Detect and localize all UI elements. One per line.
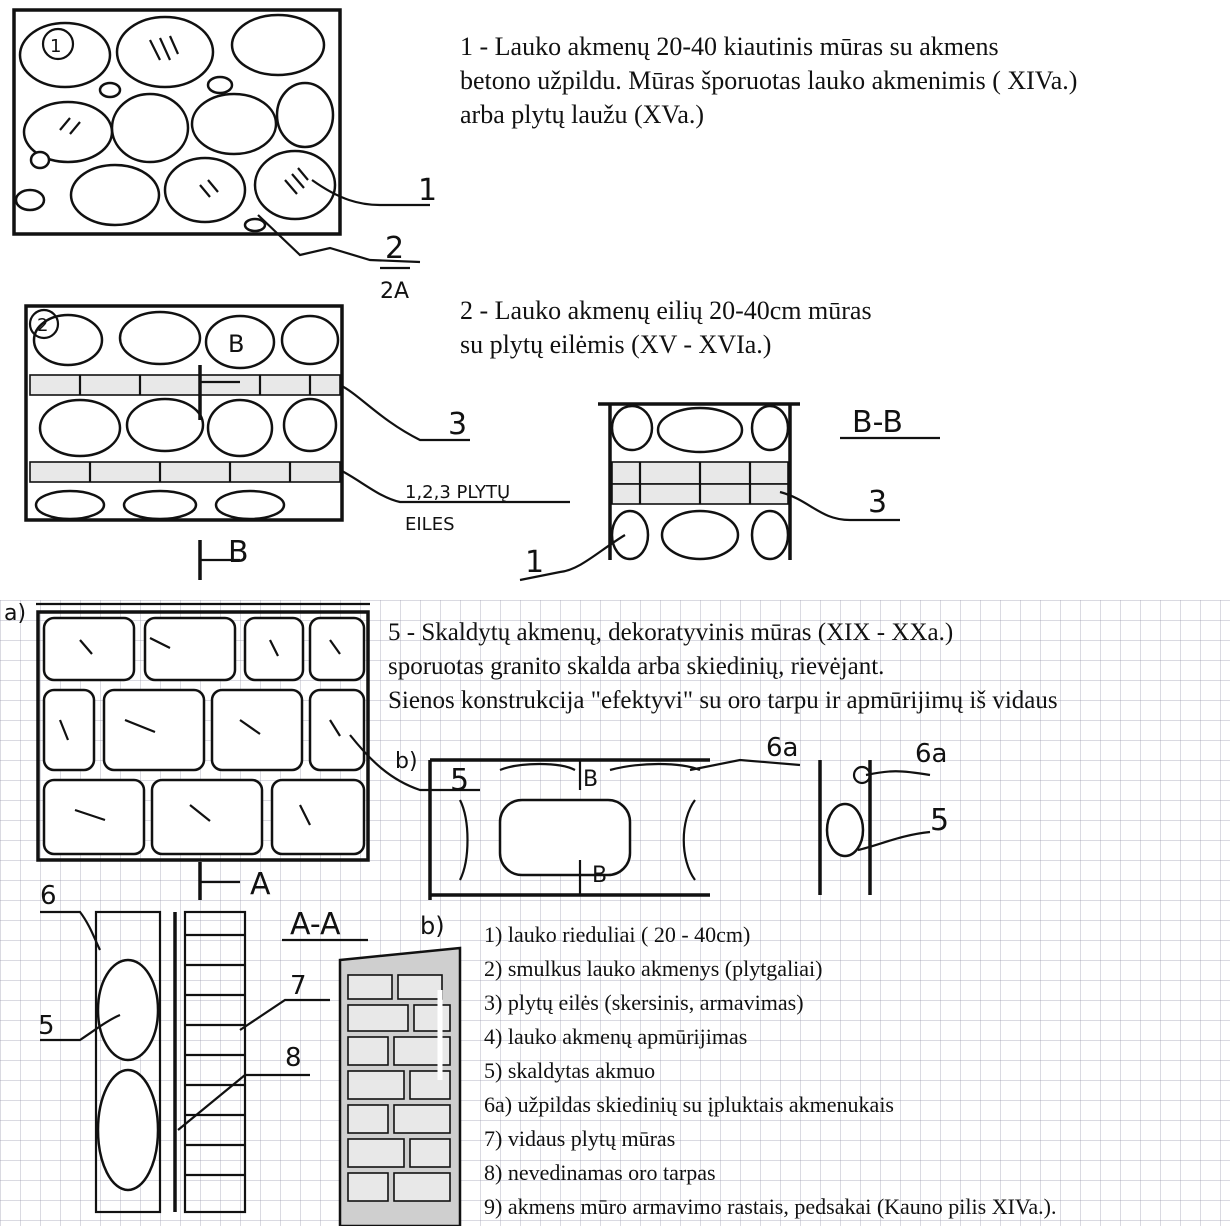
legend-item-7: 7) vidaus plytų mūras (484, 1126, 676, 1151)
fig5-6a-label-1: 6a (766, 733, 798, 763)
caption-fig5-line-1: 5 - Skaldytų akmenų, dekoratyvinis mūras… (388, 619, 954, 646)
figure-2-stone-brick-rows: 2 B 3 1,2,3 PLYTŲ EILES B (24, 304, 570, 580)
caption-fig1-line-2: betono užpildu. Mūras šporuotas lauko ak… (460, 66, 1078, 95)
caption-fig2-line-1: 2 - Lauko akmenų eilių 20-40cm mūras (460, 296, 872, 325)
caption-fig1-line-3: arba plytų laužu (XVa.) (460, 100, 705, 129)
legend-item-9: 9) akmens mūro armavimo rastais, pedsaka… (484, 1194, 1057, 1219)
fig5-b-mark-2: B (592, 863, 607, 888)
caption-figure-5: 5 - Skaldytų akmenų, dekoratyvinis mūras… (388, 616, 1058, 718)
legend-item-3: 3) plytų eilės (skersinis, armavimas) (484, 990, 804, 1015)
fig1-leader-2a: 2A (380, 279, 409, 304)
aa-leader-6: 6 (40, 881, 57, 911)
caption-fig1-line-1: 1 - Lauko akmenų 20-40 kiautinis mūras s… (460, 32, 999, 61)
aa-title: A-A (290, 907, 341, 942)
figure-5b-plan: b) 5 B B 6a 6a 5 (349, 733, 949, 900)
fig2-section-b: B (228, 535, 249, 570)
fig5-a-mark: a) (4, 601, 26, 626)
bb-leader-1: 1 (525, 545, 544, 580)
legend-item-4: 4) lauko akmenų apmūrijimas (484, 1024, 748, 1049)
caption-figure-1: 1 - Lauko akmenų 20-40 kiautinis mūras s… (460, 30, 1077, 132)
legend-item-8: 8) nevedinamas oro tarpas (484, 1160, 716, 1185)
aa-leader-5: 5 (38, 1011, 55, 1041)
section-b-b: B-B 3 1 (519, 402, 940, 582)
caption-figure-2: 2 - Lauko akmenų eilių 20-40cm mūras su … (460, 294, 872, 362)
section-a-a: 6 A-A 5 7 8 (38, 881, 368, 1214)
fig1-leader-2: 2 (385, 231, 404, 266)
fig5-leader-5: 5 (450, 763, 469, 798)
aa-leader-7: 7 (290, 971, 307, 1001)
figure-5a-split-stone: a) A (4, 601, 370, 902)
fig-b-label: b) (420, 912, 445, 940)
bb-leader-3: 3 (868, 485, 887, 520)
fig5-b-small: b) (395, 749, 418, 774)
caption-fig2-line-2: su plytų eilėmis (XV - XVIa.) (460, 330, 772, 359)
legend-item-6a: 6a) užpildas skiedinių su įpluktais akme… (484, 1092, 894, 1117)
aa-leader-8: 8 (285, 1043, 302, 1073)
legend-list: 1) lauko rieduliai ( 20 - 40cm) 2) smulk… (484, 918, 1056, 1224)
caption-fig5-line-2: sporuotas granito skalda arba skiedinių,… (388, 653, 885, 680)
legend-item-1: 1) lauko rieduliai ( 20 - 40cm) (484, 922, 751, 947)
fig2-bk-mark: B (228, 330, 244, 358)
fig1-circle-number: 1 (50, 36, 61, 57)
fig5-section-a: A (250, 867, 271, 902)
figure-b-wall: b) (338, 912, 462, 1226)
caption-fig5-line-3: Sienos konstrukcija "efektyvi" su oro ta… (388, 687, 1058, 714)
fig2-rows-label: 1,2,3 PLYTŲ (405, 482, 510, 503)
fig5-6a-label-2: 6a (915, 739, 947, 769)
fig2-circle-number: 2 (37, 315, 48, 336)
fig1-leader-1: 1 (418, 173, 437, 208)
fig5-leader-5b: 5 (930, 803, 949, 838)
figure-1-rubble-masonry: 1 2 2A 1 (12, 8, 437, 304)
legend-item-2: 2) smulkus lauko akmenys (plytgaliai) (484, 956, 823, 981)
bb-title: B-B (852, 405, 903, 440)
fig2-rows-label-2: EILES (405, 514, 455, 535)
fig5-b-mark-1: B (583, 767, 598, 792)
fig2-leader-3: 3 (448, 407, 467, 442)
legend-item-5: 5) skaldytas akmuo (484, 1058, 656, 1083)
